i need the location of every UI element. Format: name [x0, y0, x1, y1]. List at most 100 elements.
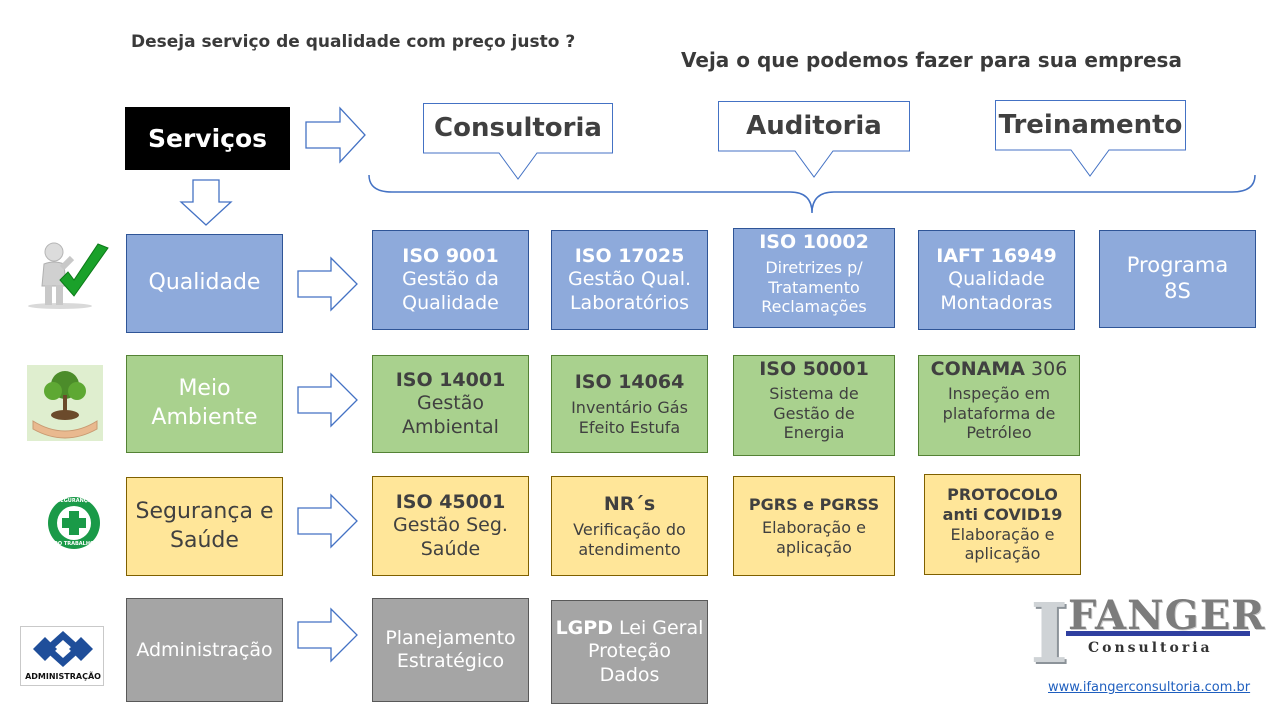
planejamento-line2: Estratégico [396, 650, 505, 672]
nrs-line2: atendimento [578, 539, 681, 559]
iso-14064-line2: Efeito Estufa [578, 417, 681, 437]
checkmark-person-icon [28, 242, 109, 309]
iaft-16949-line2: Montadoras [940, 291, 1053, 314]
iso-45001-line2: Saúde [420, 537, 481, 560]
iso-10002-code: ISO 10002 [759, 231, 869, 253]
arrow-right-icon [297, 372, 358, 428]
iso-45001-line1: Gestão Seg. [393, 514, 508, 537]
item-iso-50001: ISO 50001 Sistema de Gestão de Energia [733, 355, 895, 456]
category-seguranca-line1: Segurança e [135, 498, 274, 524]
auditoria-callout: Auditoria [718, 101, 910, 179]
iso-17025-code: ISO 17025 [574, 245, 685, 268]
item-conama-306: CONAMA 306 Inspeção em plataforma de Pet… [918, 355, 1080, 456]
category-meio-ambiente-line2: Ambiente [151, 405, 258, 430]
item-iso-9001: ISO 9001 Gestão da Qualidade [372, 230, 529, 330]
servicos-label: Serviços [147, 124, 268, 153]
consultoria-callout: Consultoria [423, 103, 613, 181]
iso-14001-line2: Ambiental [402, 415, 499, 438]
iso-14064-code: ISO 14064 [574, 370, 685, 393]
category-qualidade: Qualidade [126, 234, 283, 333]
consultoria-label: Consultoria [434, 113, 602, 143]
iso-9001-line1: Gestão da [402, 268, 499, 291]
lgpd-code: LGPD [555, 617, 613, 640]
iaft-16949-code: IAFT 16949 [936, 245, 1057, 268]
category-qualidade-label: Qualidade [148, 270, 261, 296]
logo-initial: I [1030, 586, 1069, 682]
iso-14064-line1: Inventário Gás [571, 398, 688, 418]
website-link[interactable]: www.ifangerconsultoria.com.br [1048, 680, 1251, 695]
programa-8s-line2: 8S [1164, 279, 1191, 303]
item-iso-10002: ISO 10002 Diretrizes p/ Tratamento Recla… [733, 228, 895, 328]
iso-50001-line2: Gestão de [773, 403, 855, 423]
category-seguranca-line2: Saúde [170, 527, 239, 553]
iso-9001-line2: Qualidade [402, 291, 499, 314]
iso-50001-line1: Sistema de [769, 384, 859, 404]
category-meio-ambiente-line1: Meio [178, 376, 231, 402]
pgrs-code: PGRS e PGRSS [748, 494, 880, 514]
iso-45001-code: ISO 45001 [395, 491, 506, 514]
seguranca-ring-bottom-text: DO TRABALHO [53, 541, 95, 547]
question-heading: Deseja serviço de qualidade com preço ju… [131, 32, 576, 52]
conama-line3: Petróleo [966, 423, 1032, 443]
iso-50001-code: ISO 50001 [759, 358, 869, 380]
iso-10002-line3: Reclamações [761, 297, 867, 317]
iso-17025-line2: Laboratórios [569, 291, 690, 314]
conama-line1: Inspeção em [947, 384, 1051, 404]
pgrs-line1: Elaboração e [761, 518, 866, 538]
plant-in-hands-icon [27, 365, 103, 441]
nrs-line1: Verificação do [573, 520, 686, 540]
administracao-logo-text: ADMINISTRAÇÃO [25, 672, 101, 681]
iso-10002-line1: Diretrizes p/ [765, 258, 863, 278]
iso-50001-line3: Energia [783, 423, 845, 443]
item-planejamento: Planejamento Estratégico [372, 598, 529, 702]
item-iso-17025: ISO 17025 Gestão Qual. Laboratórios [551, 230, 708, 330]
item-protocolo-covid: PROTOCOLO anti COVID19 Elaboração e apli… [924, 474, 1081, 575]
protocolo-line2: aplicação [964, 544, 1041, 564]
iso-9001-code: ISO 9001 [402, 245, 499, 268]
lgpd-heading: LGPD Lei Geral [556, 617, 704, 640]
pgrs-line2: aplicação [776, 537, 852, 557]
item-programa-8s: Programa 8S [1099, 230, 1256, 328]
conama-line2: plataforma de [942, 403, 1056, 423]
planejamento-line1: Planejamento [385, 626, 516, 649]
item-iso-14064: ISO 14064 Inventário Gás Efeito Estufa [551, 355, 708, 453]
logo-bar [1066, 631, 1250, 636]
conama-code: CONAMA [930, 358, 1025, 380]
treinamento-label: Treinamento [998, 110, 1183, 140]
arrow-down-icon [179, 179, 233, 226]
item-nrs: NR´s Verificação do atendimento [551, 476, 708, 576]
seguranca-ring-top-text: SEGURANÇA [56, 498, 92, 504]
safety-cross-icon: SEGURANÇA DO TRABALHO [47, 496, 101, 550]
iaft-16949-line1: Qualidade [948, 268, 1045, 291]
iso-10002-line2: Tratamento [768, 277, 860, 297]
protocolo-code-line2: anti COVID19 [942, 504, 1063, 524]
conama-number: 306 [1025, 358, 1068, 380]
item-iaft-16949: IAFT 16949 Qualidade Montadoras [918, 230, 1075, 330]
protocolo-code-line1: PROTOCOLO [947, 485, 1058, 505]
auditoria-label: Auditoria [746, 111, 882, 141]
treinamento-callout: Treinamento [995, 100, 1186, 178]
lgpd-rest: Lei Geral [612, 617, 704, 640]
arrow-right-icon [297, 493, 358, 549]
arrow-right-icon [305, 106, 366, 164]
lgpd-line1: Proteção [588, 640, 671, 663]
item-pgrs-pgrss: PGRS e PGRSS Elaboração e aplicação [733, 476, 895, 576]
item-iso-14001: ISO 14001 Gestão Ambiental [372, 355, 529, 453]
category-meio-ambiente: Meio Ambiente [126, 355, 283, 453]
lgpd-line2: Dados [599, 663, 660, 686]
iso-17025-line1: Gestão Qual. [567, 268, 692, 291]
logo-name: FANGER [1068, 592, 1266, 639]
nrs-code: NR´s [603, 492, 656, 515]
item-lgpd: LGPD Lei Geral Proteção Dados [551, 600, 708, 704]
administracao-logo-icon: ADMINISTRAÇÃO [20, 626, 104, 686]
tagline-heading: Veja o que podemos fazer para sua empres… [681, 48, 1182, 72]
logo-subtitle: Consultoria [1088, 640, 1213, 656]
item-iso-45001: ISO 45001 Gestão Seg. Saúde [372, 476, 529, 576]
conama-heading: CONAMA 306 [931, 358, 1068, 381]
iso-14001-code: ISO 14001 [395, 369, 506, 392]
arrow-right-icon [297, 256, 358, 312]
category-seguranca: Segurança e Saúde [126, 477, 283, 576]
iso-14001-line1: Gestão [416, 392, 485, 415]
protocolo-line1: Elaboração e [950, 524, 1055, 544]
category-administracao: Administração [126, 598, 283, 702]
